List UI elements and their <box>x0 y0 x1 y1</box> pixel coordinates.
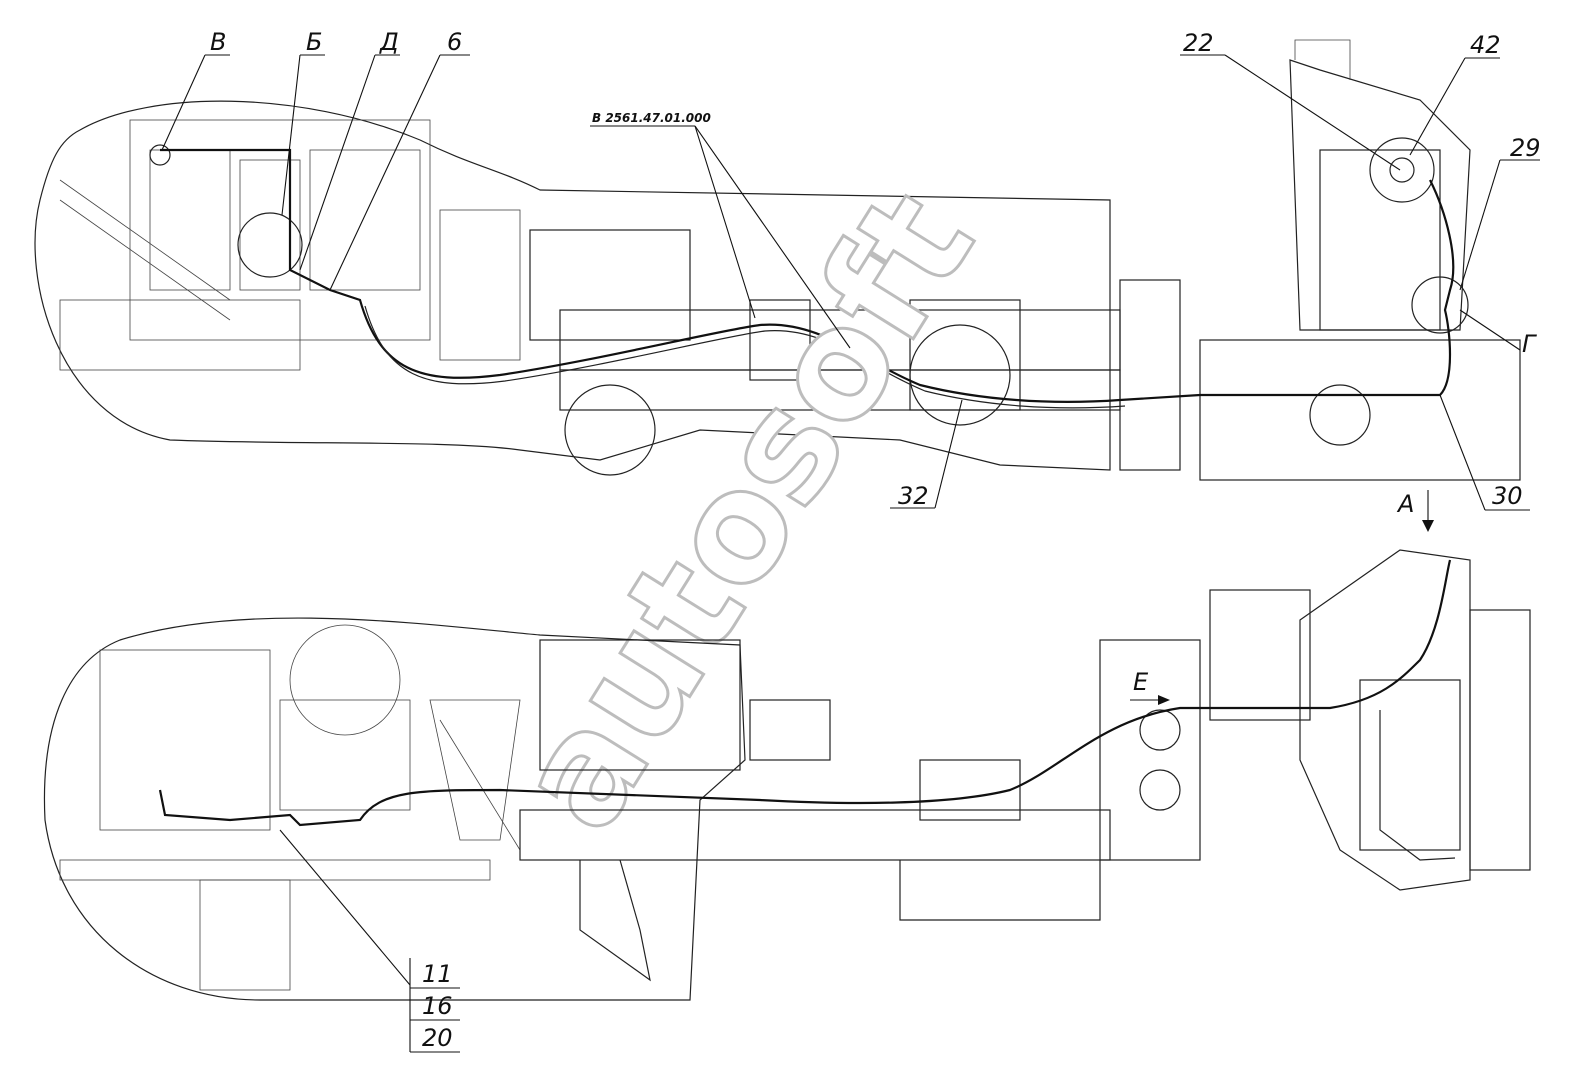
callout-42: 42 <box>1470 31 1501 59</box>
callout-g: Г <box>1522 330 1537 358</box>
callout-b: Б <box>306 28 322 56</box>
top-view: autosoft <box>34 39 1521 861</box>
top-frame <box>529 229 1521 481</box>
top-hose-run <box>160 148 1455 403</box>
drawing-reference: В 2561.47.01.000 <box>592 111 711 125</box>
bottom-engine <box>59 624 521 991</box>
top-hose-run-parallel <box>364 305 1126 409</box>
callout-22: 22 <box>1183 29 1214 57</box>
callout-v: В <box>210 28 226 56</box>
section-arrow-icon <box>1158 695 1170 705</box>
callout-20: 20 <box>422 1024 453 1052</box>
bottom-hose-run-lower <box>1379 710 1456 861</box>
callout-6: 6 <box>447 28 462 56</box>
top-cutaway-outline <box>34 100 1111 471</box>
view-arrow-icon <box>1422 520 1434 532</box>
bottom-cab <box>1209 549 1531 891</box>
callout-d: Д <box>379 28 399 56</box>
top-detail-circles <box>149 144 1469 426</box>
top-cab <box>1289 39 1471 331</box>
top-engine-block <box>59 119 521 371</box>
watermark-text: autosoft <box>483 163 1008 859</box>
callout-30: 30 <box>1492 482 1523 510</box>
callout-16: 16 <box>422 992 453 1020</box>
view-marker-a: А <box>1396 490 1414 518</box>
callout-32: 32 <box>898 482 929 510</box>
bottom-frame <box>519 639 1201 982</box>
callouts: В Б Д 6 В 2561.47.01.000 22 42 29 Г <box>161 28 1541 1053</box>
bottom-hose-run <box>158 559 1452 827</box>
callout-11: 11 <box>422 960 453 988</box>
bottom-view <box>43 549 1531 1001</box>
callout-29: 29 <box>1510 134 1541 162</box>
callout-e: Е <box>1133 668 1149 696</box>
bottom-cutaway-outline <box>43 617 746 1001</box>
